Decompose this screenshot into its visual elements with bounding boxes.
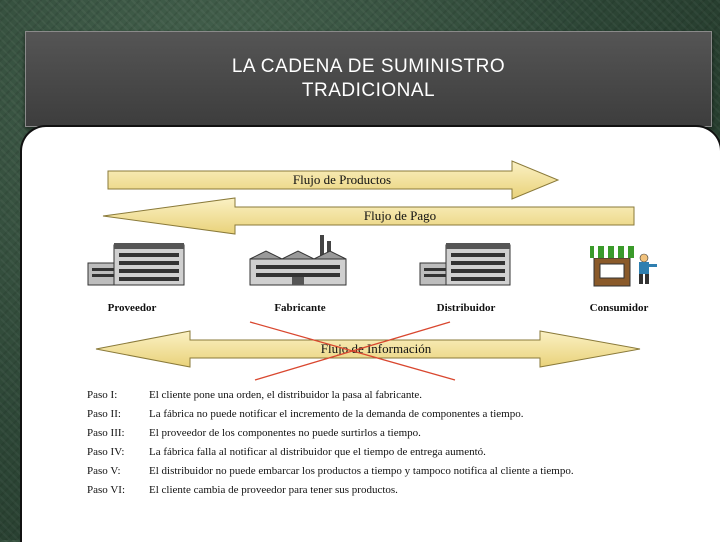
step-text: El cliente pone una orden, el distribuid… [149, 389, 423, 401]
step-row: Paso I: El cliente pone una orden, el di… [87, 389, 574, 408]
step-row: Paso III: El proveedor de los componente… [87, 427, 574, 446]
cross-line-2 [254, 321, 451, 381]
step-text: La fábrica no puede notificar el increme… [149, 408, 524, 420]
payment-flow-label: Flujo de Pago [364, 208, 436, 223]
step-row: Paso V: El distribuidor no puede embarca… [87, 465, 574, 484]
node-label-proveedor: Proveedor [107, 302, 157, 314]
payment-flow-arrow [102, 197, 635, 235]
node-label-distribuidor: Distribuidor [436, 302, 496, 314]
distributor-building-icon [419, 243, 511, 286]
node-label-fabricante: Fabricante [274, 302, 326, 314]
step-row: Paso VI: El cliente cambia de proveedor … [87, 484, 574, 503]
supplier-building-icon [87, 243, 185, 286]
step-key: Paso IV: [87, 446, 125, 458]
step-row: Paso IV: La fábrica falla al notificar a… [87, 446, 574, 465]
step-text: La fábrica falla al notificar al distrib… [149, 446, 486, 458]
steps-list: Paso I: El cliente pone una orden, el di… [87, 389, 574, 503]
products-flow-arrow [107, 160, 560, 200]
title-line-2: TRADICIONAL [301, 80, 436, 101]
information-flow-arrow [95, 330, 641, 368]
step-key: Paso VI: [87, 484, 125, 496]
step-text: El distribuidor no puede embarcar los pr… [149, 465, 574, 477]
step-key: Paso I: [87, 389, 118, 401]
products-flow-label: Flujo de Productos [293, 172, 391, 187]
person-icon [639, 253, 657, 284]
title-box: LA CADENA DE SUMINISTRO TRADICIONAL [25, 31, 712, 127]
step-key: Paso V: [87, 465, 121, 477]
step-key: Paso II: [87, 408, 121, 420]
step-text: El cliente cambia de proveedor para tene… [149, 484, 398, 496]
information-flow-label: Flujo de Información [321, 341, 432, 356]
diagram-panel [20, 125, 720, 542]
step-text: El proveedor de los componentes no puede… [149, 427, 421, 439]
shop-icon [590, 246, 634, 287]
factory-icon [249, 235, 347, 286]
node-label-consumidor: Consumidor [589, 302, 649, 314]
step-key: Paso III: [87, 427, 125, 439]
title-line-1: LA CADENA DE SUMINISTRO [231, 56, 506, 77]
step-row: Paso II: La fábrica no puede notificar e… [87, 408, 574, 427]
